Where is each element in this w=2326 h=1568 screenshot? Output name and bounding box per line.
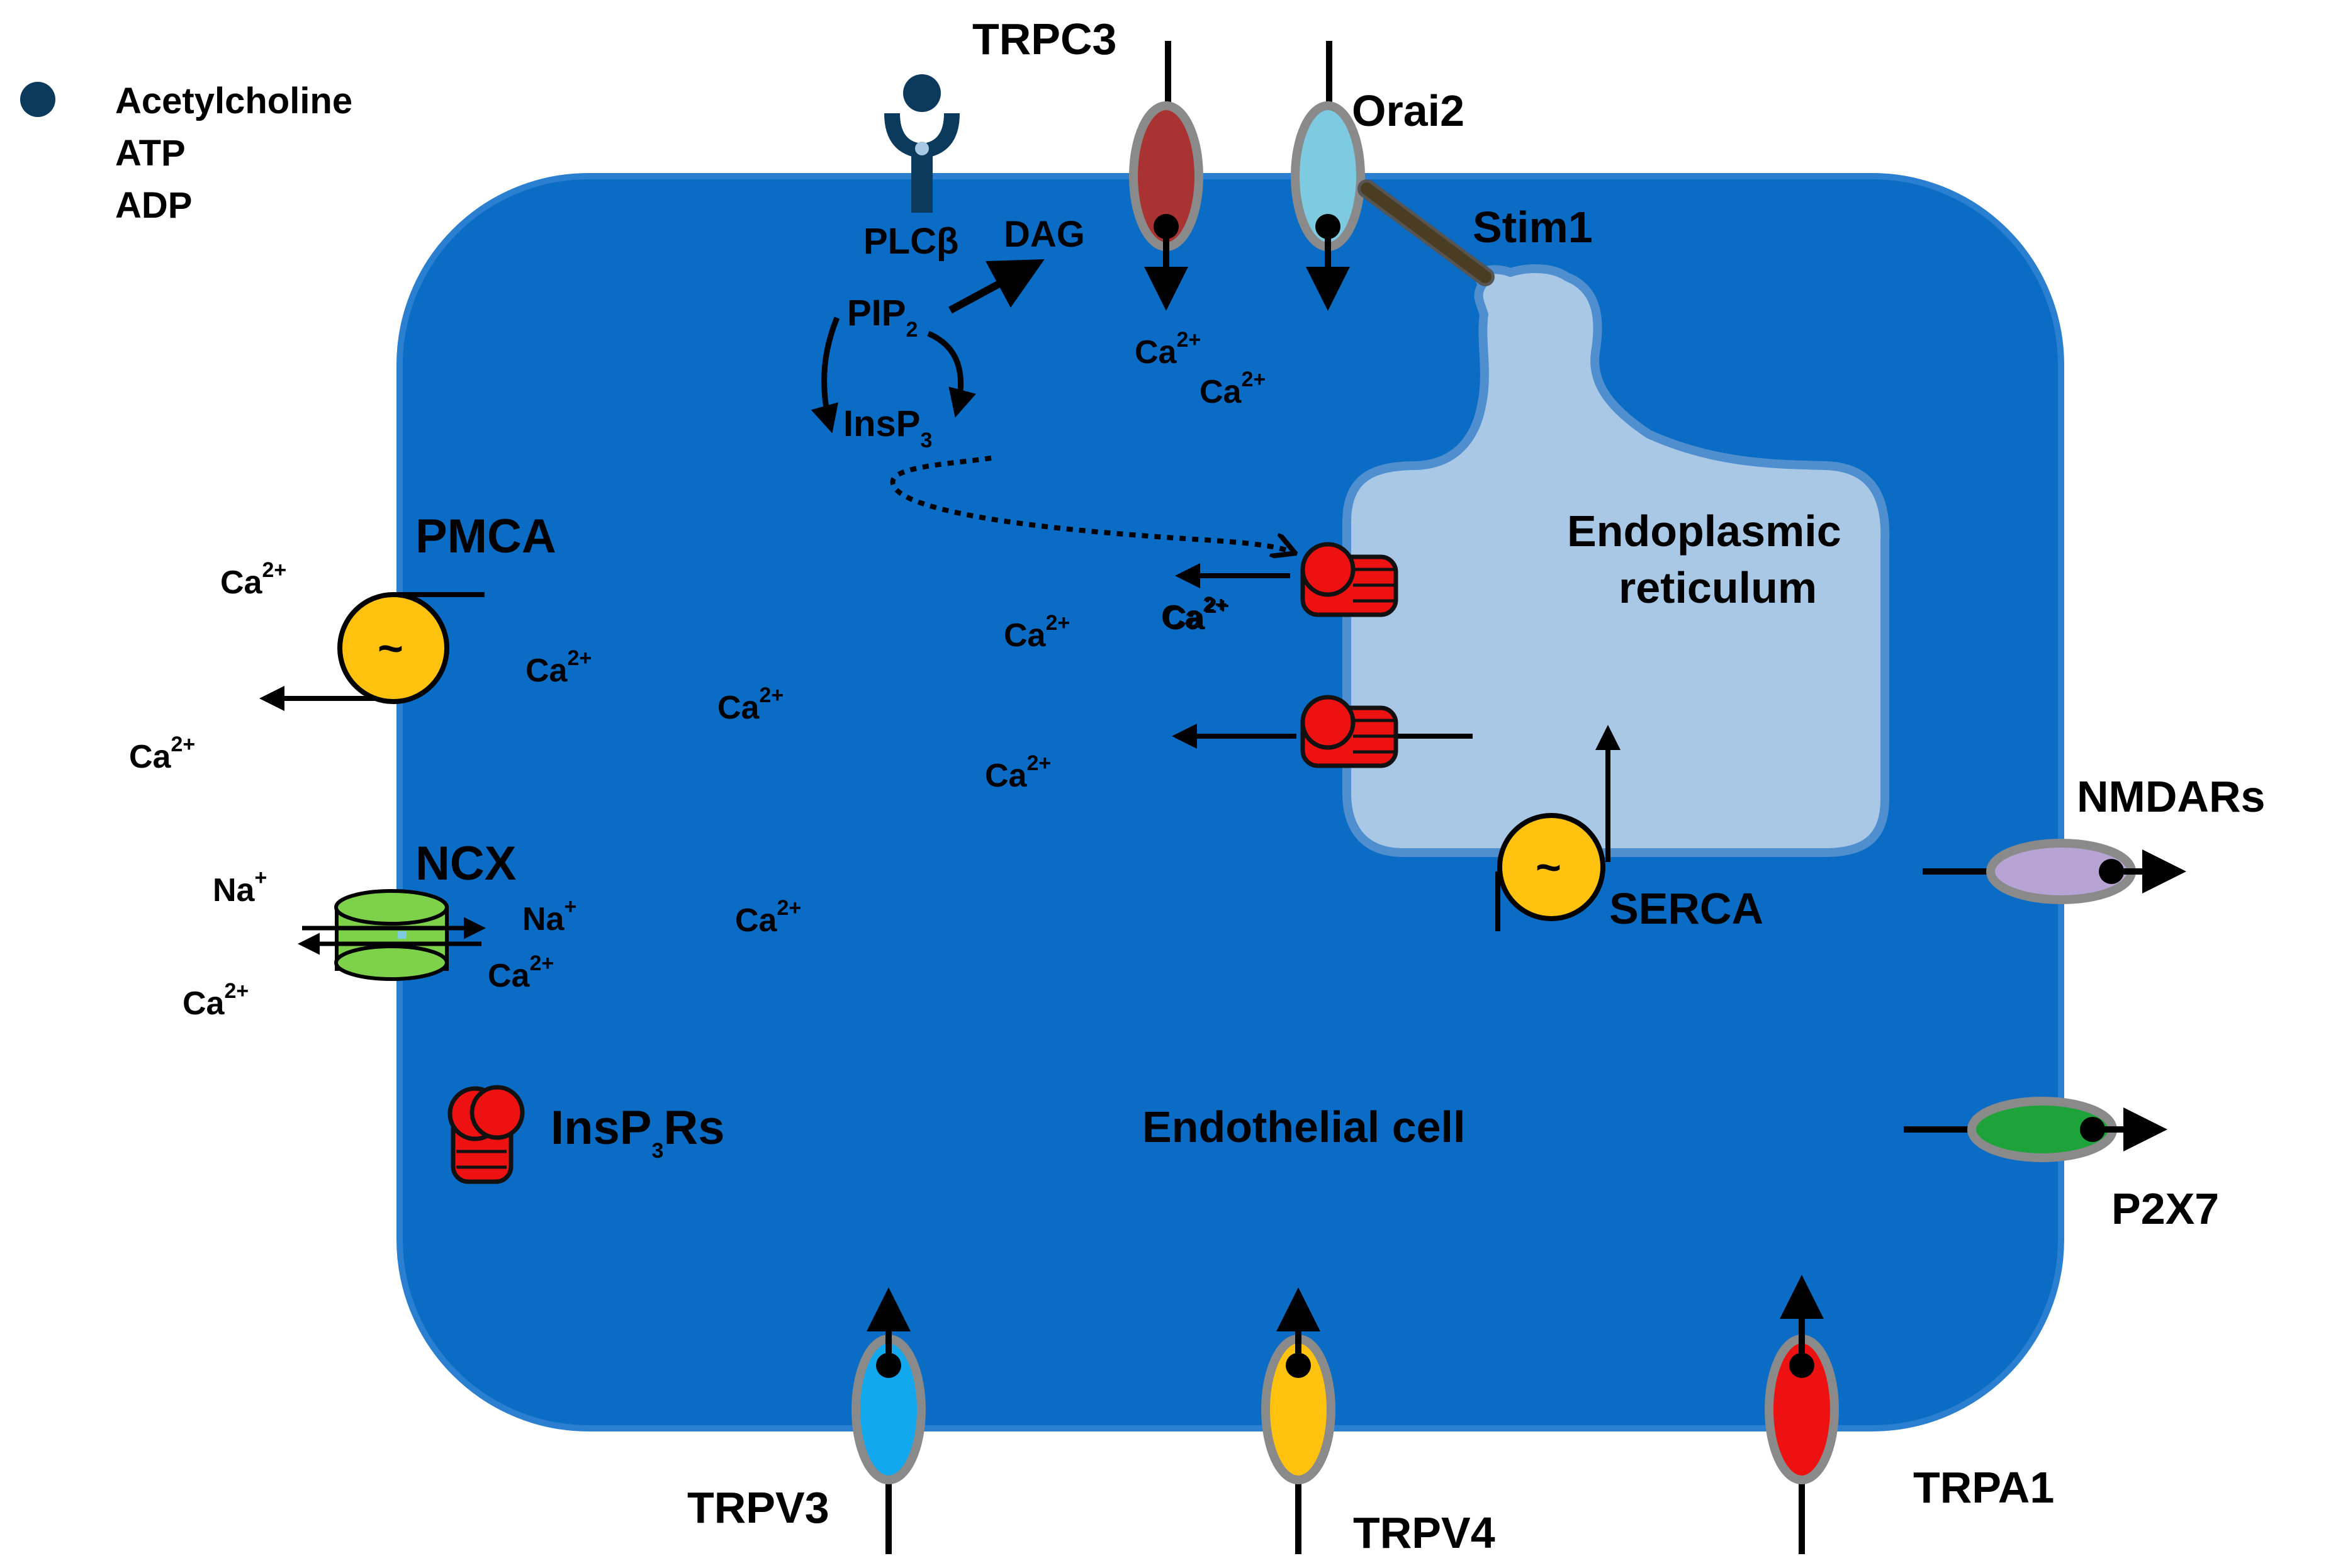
gpcr-receptor	[884, 74, 960, 213]
insp3-diffusion-path	[890, 456, 1293, 552]
ca-ion-label: Ca2+	[1161, 593, 1227, 636]
er-label-line2: reticulum	[1619, 563, 1817, 612]
serca-pump: ~	[1495, 725, 1621, 931]
ca-ion-label: Ca2+	[525, 646, 592, 689]
trpv3-label: TRPV3	[687, 1483, 829, 1532]
cell-label: Endothelial cell	[1142, 1102, 1465, 1151]
ca-ion-label: Ca2+	[735, 896, 801, 939]
ca-ion-label: Ca2+	[1200, 367, 1266, 410]
ca-ion-label: Ca2+	[985, 751, 1051, 794]
ca-ion-label: Ca2+	[1004, 611, 1070, 654]
ca-ion-label: Ca2+	[488, 951, 554, 994]
p2x7-label: P2X7	[2111, 1184, 2219, 1233]
ca-ion-label: Ca2+	[220, 558, 286, 601]
trpa1-label: TRPA1	[1913, 1463, 2054, 1512]
nmdar-channel	[1923, 839, 2186, 904]
er-insp3-receptor	[1175, 542, 1398, 617]
na-ion-label: Na+	[522, 895, 576, 938]
er-insp3-receptor	[1172, 695, 1473, 768]
ca-ion-label: Ca2+	[183, 979, 249, 1022]
pip2-label: PIP2	[847, 293, 918, 342]
legend-adp: ADP	[115, 185, 192, 226]
agonist-bound-icon	[903, 74, 941, 112]
trpv3-channel	[851, 1287, 926, 1554]
p2x7-channel	[1904, 1097, 2167, 1162]
ca-ion-label: Ca2+	[1163, 594, 1229, 637]
pump-symbol: ~	[1536, 843, 1561, 892]
legend-atp: ATP	[115, 133, 186, 174]
pmca-pump: ~	[259, 592, 485, 711]
insp3-label: InsP3	[843, 403, 932, 452]
er-label-line1: Endoplasmic	[1567, 507, 1841, 556]
ncx-exchanger	[298, 889, 486, 981]
pip2-to-insp3-arrow	[927, 330, 976, 418]
nmdars-label: NMDARs	[2077, 772, 2265, 821]
trpv4-channel	[1261, 1287, 1335, 1554]
ca-ion-label: Ca2+	[129, 732, 195, 775]
ca-ion-label: Ca2+	[717, 683, 784, 726]
trpa1-channel	[1765, 1275, 1839, 1554]
serca-label: SERCA	[1609, 884, 1763, 933]
trpv4-label: TRPV4	[1353, 1508, 1495, 1557]
insp3rs-legend-icon	[447, 1085, 525, 1184]
ca-ion-label: Ca2+	[1135, 328, 1201, 371]
orai2-label: Orai2	[1352, 86, 1464, 135]
dag-label: DAG	[1004, 214, 1085, 255]
pump-symbol: ~	[378, 624, 403, 673]
ncx-label: NCX	[415, 837, 517, 890]
pmca-label: PMCA	[415, 510, 556, 563]
trpc3-label: TRPC3	[972, 14, 1116, 64]
na-ion-label: Na+	[213, 866, 267, 909]
pip2-loop-arrow	[811, 316, 840, 434]
orai2-channel	[1291, 41, 1365, 311]
agonist-dot-icon	[20, 82, 55, 117]
plc-beta-label: PLCβ	[863, 221, 958, 262]
legend-acetylcholine: Acetylcholine	[115, 81, 352, 121]
pip2-to-dag-arrow	[948, 259, 1045, 314]
insp3rs-label: InsP3Rs	[551, 1101, 725, 1163]
trpc3-channel	[1129, 41, 1203, 311]
stim1-label: Stim1	[1473, 203, 1593, 252]
endoplasmic-reticulum	[1342, 264, 1890, 857]
